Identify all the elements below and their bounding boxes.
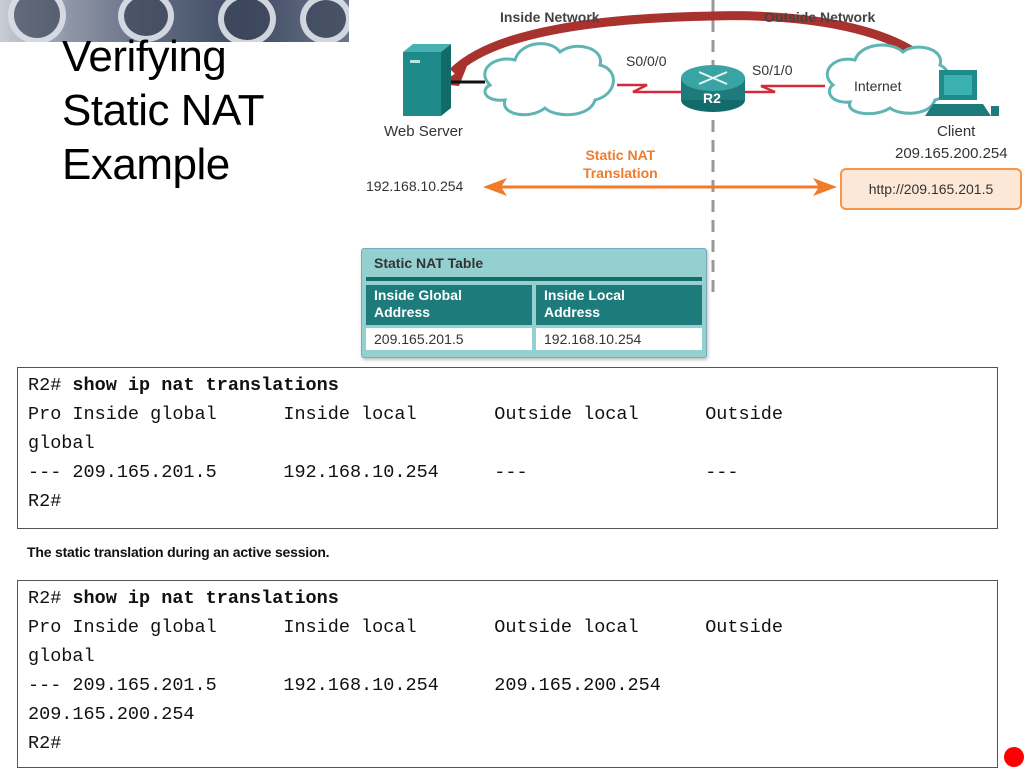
nat-table-cell: 209.165.201.5 xyxy=(366,328,532,350)
cli-output-line: Pro Inside global Inside local Outside l… xyxy=(28,404,783,425)
header-line: Inside Global xyxy=(374,287,462,303)
red-dot-marker xyxy=(1004,747,1024,767)
web-server-label: Web Server xyxy=(384,123,463,140)
slide-title-line: Example xyxy=(62,140,230,189)
server-icon xyxy=(403,44,451,116)
banner-decoration xyxy=(8,0,66,42)
interface-inside-label: S0/0/0 xyxy=(626,53,667,69)
slide-title-line: Verifying xyxy=(62,32,227,81)
internet-label: Internet xyxy=(854,78,902,94)
banner-decoration xyxy=(218,0,276,42)
translation-arrowhead-right xyxy=(813,178,837,196)
outside-network-label: Outside Network xyxy=(764,9,876,25)
client-url-box: http://209.165.201.5 xyxy=(840,168,1022,210)
banner-decoration xyxy=(300,0,349,42)
slide-title-line: Static NAT xyxy=(62,86,265,135)
cli-output-line: R2# xyxy=(28,733,62,754)
cli-prompt: R2# xyxy=(28,588,73,609)
pc-icon xyxy=(925,70,999,116)
cli-output-line: Pro Inside global Inside local Outside l… xyxy=(28,617,783,638)
cli-prompt: R2# xyxy=(28,375,73,396)
nat-table-header-inside-global: Inside Global Address xyxy=(366,285,532,325)
serial-link-outside xyxy=(745,84,825,94)
translation-label-line: Translation xyxy=(583,165,658,181)
serial-link-inside xyxy=(617,83,685,94)
cli-command-line: R2# show ip nat translations xyxy=(28,371,987,400)
translation-label-line: Static NAT xyxy=(585,147,656,163)
inside-local-address: 192.168.10.254 xyxy=(366,178,464,194)
network-diagram: Inside Network Outside Network Web Serve… xyxy=(355,0,1024,360)
diagram-graphics xyxy=(403,0,999,300)
nat-table-cell: 192.168.10.254 xyxy=(536,328,702,350)
cli-command: show ip nat translations xyxy=(72,588,339,609)
header-banner-image xyxy=(0,0,349,42)
cli-output-line: 209.165.200.254 xyxy=(28,704,195,725)
cli-output-line: global xyxy=(28,646,95,667)
static-nat-table: Static NAT Table Inside Global Address I… xyxy=(361,248,707,358)
cli-output-after: R2# show ip nat translations Pro Inside … xyxy=(17,580,998,768)
nat-table-header-inside-local: Inside Local Address xyxy=(536,285,702,325)
client-address: 209.165.200.254 xyxy=(895,145,1008,162)
banner-decoration xyxy=(118,0,174,42)
cli-output-line: --- 209.165.201.5 192.168.10.254 209.165… xyxy=(28,675,661,696)
cli-command-line: R2# show ip nat translations xyxy=(28,584,987,613)
cli-output-line: R2# xyxy=(28,491,62,512)
client-label: Client xyxy=(937,123,976,140)
client-url: http://209.165.201.5 xyxy=(868,181,994,197)
static-nat-translation-label: Static NAT Translation xyxy=(583,146,658,182)
header-line: Address xyxy=(374,304,431,320)
cli-output-before: R2# show ip nat translations Pro Inside … xyxy=(17,367,998,529)
router-icon xyxy=(681,65,745,112)
translation-arrowhead-left xyxy=(483,178,507,196)
nat-table-divider xyxy=(366,277,702,281)
header-line: Address xyxy=(544,304,601,320)
slide-title: Verifying Static NAT Example xyxy=(62,30,265,192)
nat-table-title: Static NAT Table xyxy=(374,255,484,271)
interface-outside-label: S0/1/0 xyxy=(752,62,793,78)
caption: The static translation during an active … xyxy=(27,544,330,560)
inside-cloud-icon xyxy=(483,42,615,117)
traffic-arc-arrow xyxy=(449,11,950,89)
inside-network-label: Inside Network xyxy=(500,9,600,25)
router-label: R2 xyxy=(703,90,721,106)
cli-command: show ip nat translations xyxy=(72,375,339,396)
cli-output-line: global xyxy=(28,433,95,454)
header-line: Inside Local xyxy=(544,287,625,303)
cli-output-line: --- 209.165.201.5 192.168.10.254 --- --- xyxy=(28,462,739,483)
